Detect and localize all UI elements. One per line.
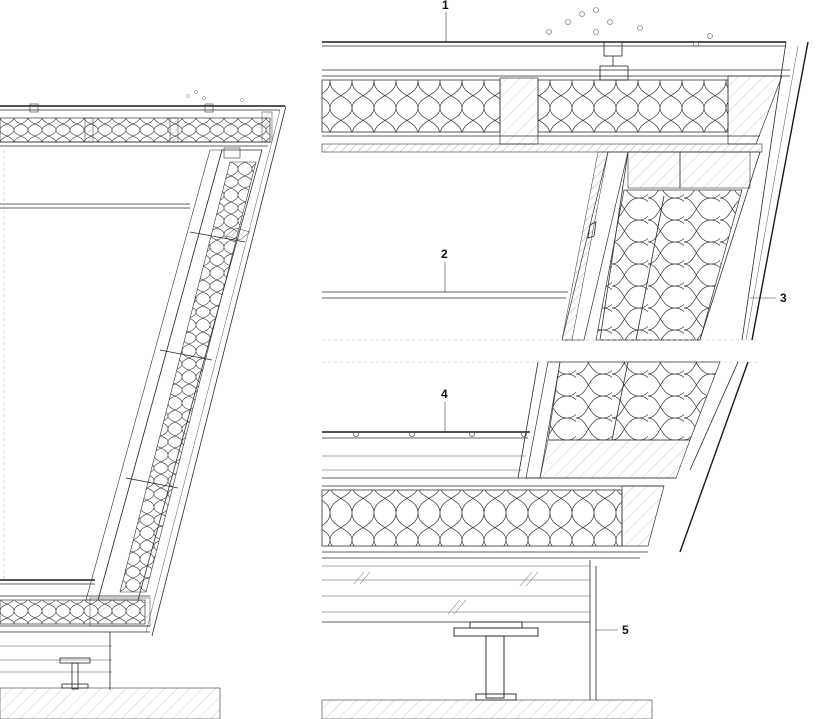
detail-middle [322, 361, 760, 553]
callout-4-label: 4 [441, 387, 448, 401]
callout-2: 2 [441, 247, 448, 292]
callout-3: 3 [750, 291, 787, 305]
callout-2-label: 2 [441, 247, 448, 261]
detail-upper [321, 7, 809, 341]
callout-5: 5 [596, 623, 629, 637]
detail-lower [321, 485, 665, 719]
glass-reflection-marks [353, 571, 539, 615]
callout-3-label: 3 [780, 291, 787, 305]
overview-section [0, 90, 287, 719]
callout-1-label: 1 [442, 0, 449, 12]
callout-1: 1 [442, 0, 449, 42]
callout-5-label: 5 [622, 623, 629, 637]
callout-4: 4 [441, 387, 448, 432]
